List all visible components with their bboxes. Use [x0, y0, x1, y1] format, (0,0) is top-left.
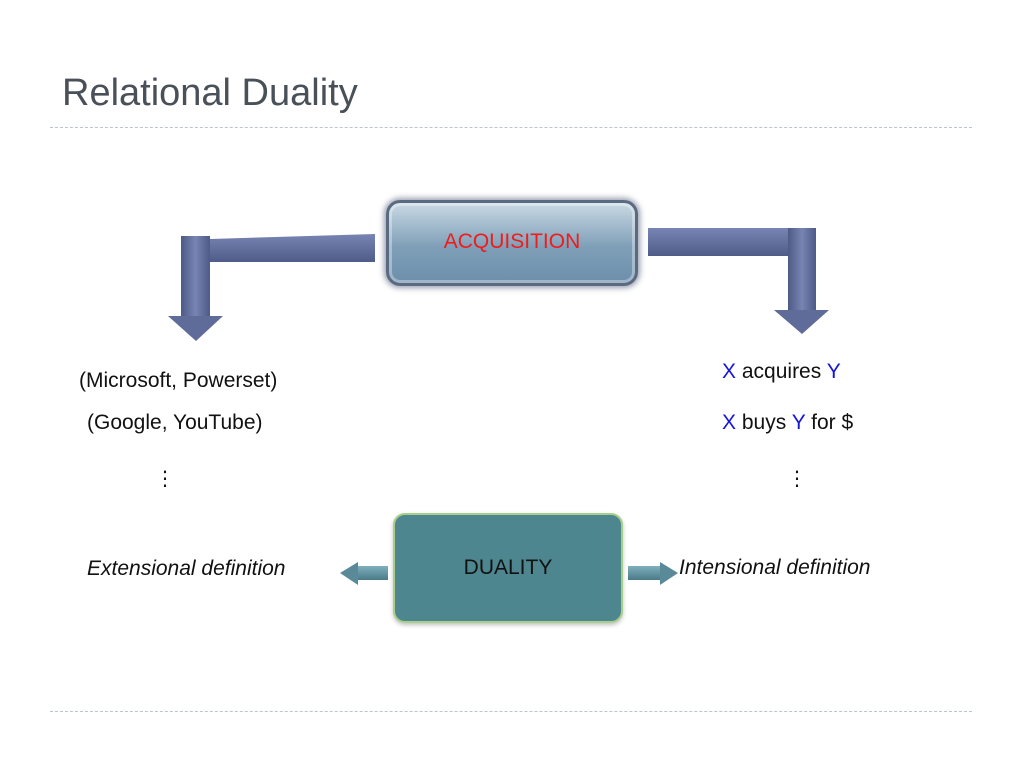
- pattern-var-y: Y: [826, 360, 841, 383]
- example-microsoft-powerset: (Microsoft, Powerset): [79, 369, 278, 392]
- pattern-buys: X buys Y for $: [722, 411, 853, 435]
- left-ellipsis: ⋮: [155, 468, 175, 490]
- pattern-var-x: X: [722, 411, 737, 434]
- acquisition-label: ACQUISITION: [443, 230, 581, 253]
- small-right-arrow: [628, 562, 678, 585]
- pattern-suffix: for $: [811, 411, 854, 434]
- top-divider: [50, 127, 972, 128]
- right-bent-arrow: [648, 228, 829, 334]
- pattern-var-x: X: [722, 360, 737, 383]
- pattern-var-y: Y: [791, 411, 806, 434]
- pattern-acquires: X acquires Y: [722, 360, 841, 384]
- slide-title: Relational Duality: [62, 72, 358, 114]
- extensional-definition: Extensional definition: [87, 557, 286, 580]
- small-left-arrow: [340, 562, 388, 585]
- duality-label: DUALITY: [463, 556, 553, 579]
- pattern-relation: buys: [741, 411, 787, 434]
- pattern-relation: acquires: [741, 360, 822, 383]
- duality-node: [393, 513, 623, 623]
- acquisition-node: [386, 200, 638, 286]
- bottom-divider: [50, 711, 972, 712]
- left-bent-arrow: [168, 234, 375, 341]
- intensional-definition: Intensional definition: [679, 556, 871, 579]
- right-ellipsis: ⋮: [787, 468, 807, 490]
- example-google-youtube: (Google, YouTube): [87, 411, 263, 434]
